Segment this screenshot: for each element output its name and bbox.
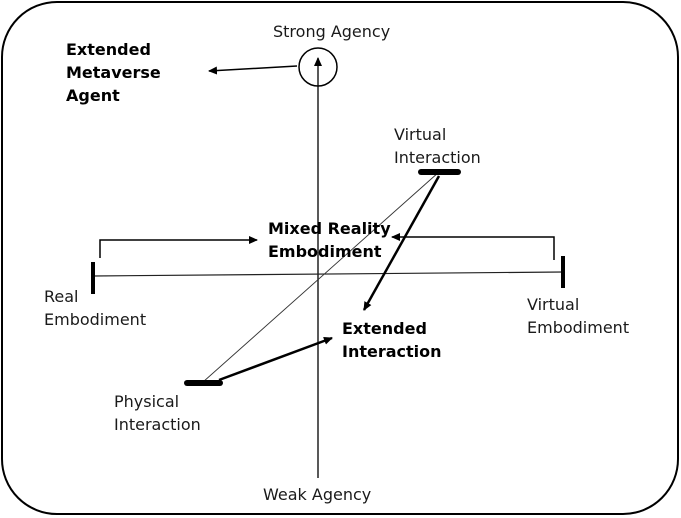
virtual-embodiment-label: Virtual Embodiment — [527, 295, 630, 337]
embodiment-axis — [92, 271, 564, 277]
right-bracket-arrow — [391, 233, 555, 260]
agent-arrow — [208, 65, 298, 75]
interaction-axis — [202, 171, 440, 383]
left-bracket-arrow — [99, 236, 258, 258]
virtual-to-extended-arrow — [362, 175, 441, 311]
physical-to-extended-arrow — [218, 336, 333, 382]
real-embodiment-label: Real Embodiment — [44, 287, 147, 329]
mixed-reality-embodiment-label: Mixed Reality Embodiment — [268, 219, 391, 261]
extended-metaverse-agent-label: Extended Metaverse Agent — [66, 40, 161, 105]
weak-agency-label: Weak Agency — [263, 485, 372, 504]
strong-agency-circle — [298, 47, 338, 87]
extended-interaction-label: Extended Interaction — [342, 319, 442, 361]
physical-interaction-label: Physical Interaction — [114, 392, 201, 434]
virtual-interaction-label: Virtual Interaction — [394, 125, 481, 167]
strong-agency-label: Strong Agency — [273, 22, 391, 41]
